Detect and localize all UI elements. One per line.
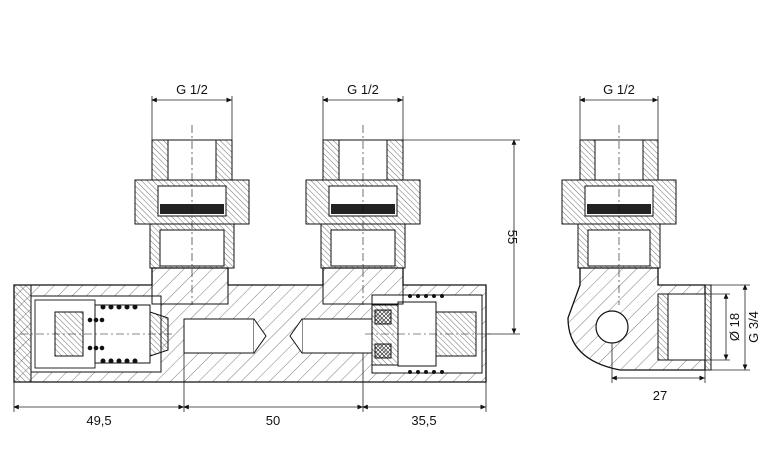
dim-width-right: 35,5 [411,413,436,428]
dim-width-left: 49,5 [86,413,111,428]
front-view [13,125,490,383]
bore-left [183,318,255,354]
dim-thread-side: G 1/2 [603,82,635,97]
right-valve-insert [365,294,490,374]
dim-depth-side: 27 [653,388,667,403]
side-bore [595,310,629,344]
coupling-side [561,125,677,305]
dim-bore-side: Ø 18 [727,313,742,341]
bore-right [301,318,373,354]
dim-thread-center: G 1/2 [347,82,379,97]
dim-height: 55 [505,230,520,244]
coupling-left [134,125,250,305]
coupling-center [305,125,421,305]
dim-thread-left: G 1/2 [176,82,208,97]
left-plug [13,284,32,383]
dim-thread-side-right: G 3/4 [746,311,761,343]
left-valve-insert [20,299,175,369]
dim-width-mid: 50 [266,413,280,428]
dimension-lines [13,96,750,412]
side-view [561,125,712,371]
